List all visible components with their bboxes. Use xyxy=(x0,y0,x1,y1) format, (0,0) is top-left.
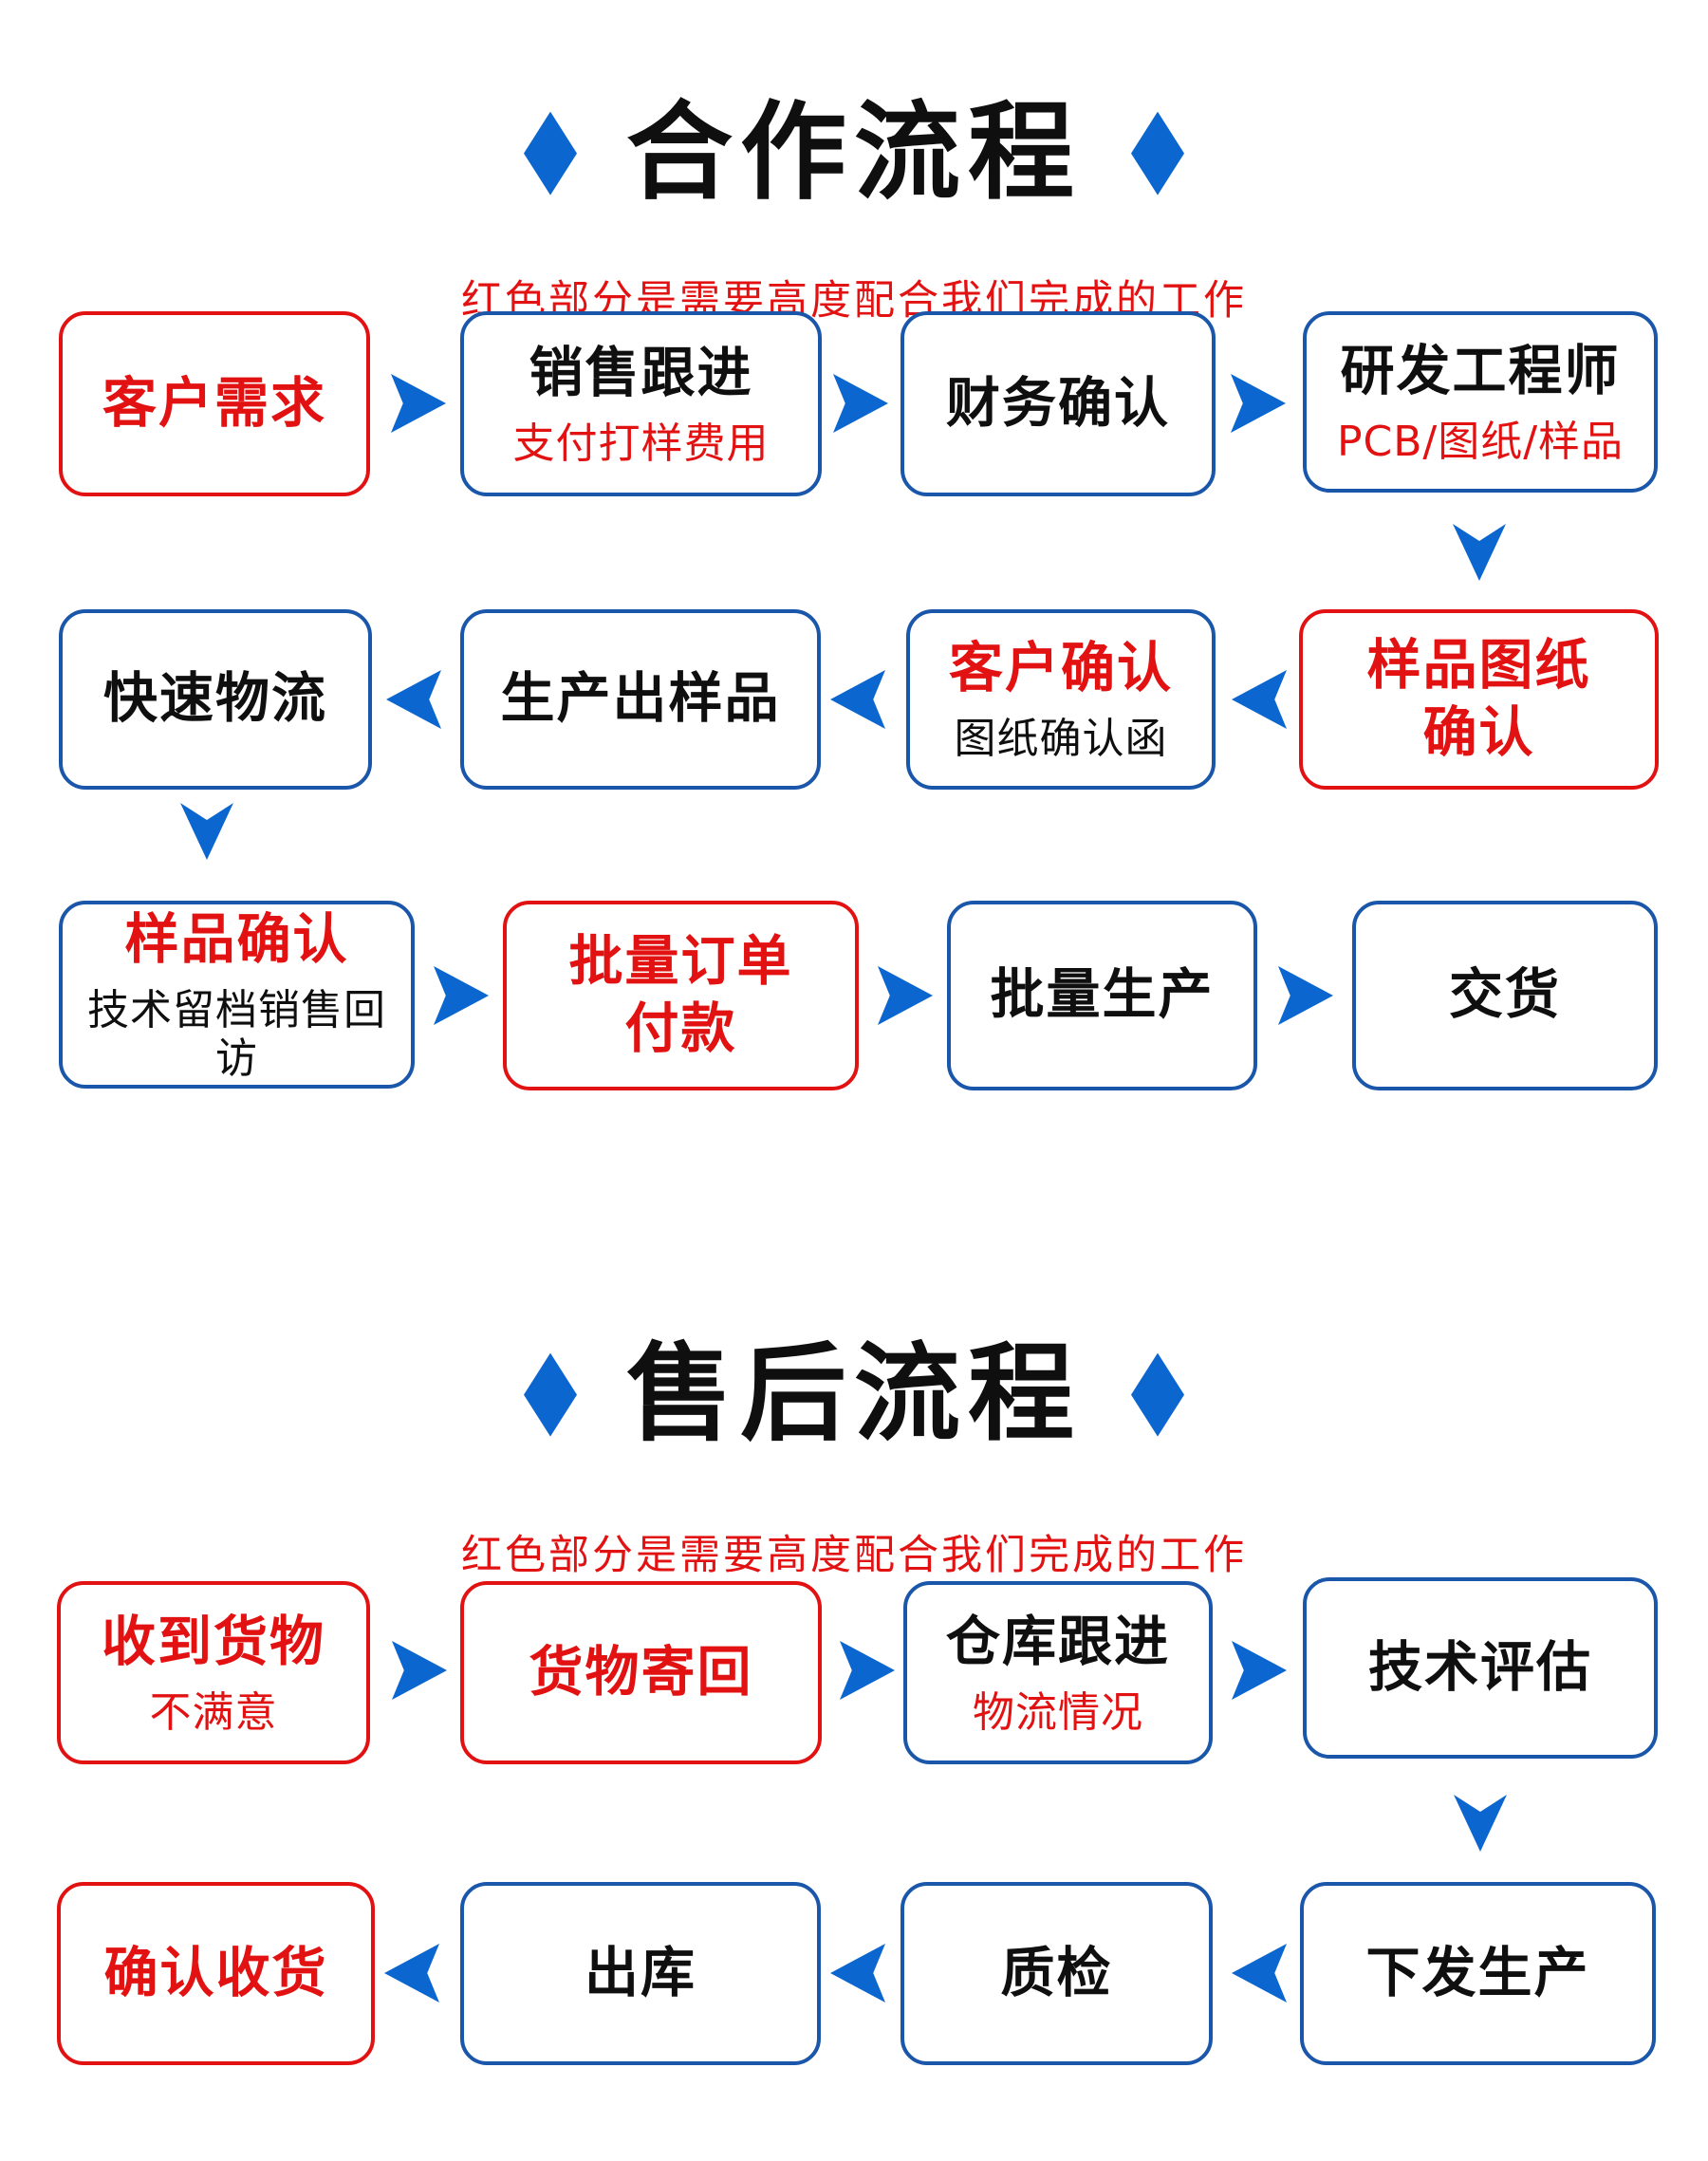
diamond-icon xyxy=(524,111,577,196)
node-goods-return: 货物寄回 xyxy=(460,1581,822,1764)
node-title: 快速物流 xyxy=(103,667,327,731)
node-title: 客户需求 xyxy=(102,371,326,435)
arrow-right-icon xyxy=(878,966,933,1025)
node-title: 销售跟进 xyxy=(529,341,753,404)
node-subtitle: 支付打样费用 xyxy=(512,419,770,468)
section2-title: 售后流程 xyxy=(626,1332,1082,1456)
node-customer-confirm: 客户确认 图纸确认函 xyxy=(906,609,1216,790)
node-title: 出库 xyxy=(585,1941,696,2004)
node-technical-assessment: 技术评估 xyxy=(1303,1577,1658,1759)
node-title: 下发生产 xyxy=(1365,1941,1590,2004)
section1-title: 合作流程 xyxy=(626,91,1082,214)
node-warehouse-follow-up: 仓库跟进 物流情况 xyxy=(903,1581,1213,1764)
node-subtitle: 不满意 xyxy=(149,1687,278,1737)
node-finance-confirm: 财务确认 xyxy=(900,311,1216,496)
node-title: 确认收货 xyxy=(103,1941,328,2004)
node-bulk-production: 批量生产 xyxy=(947,901,1257,1090)
node-title: 仓库跟进 xyxy=(946,1610,1170,1673)
node-quality-inspection: 质检 xyxy=(900,1882,1213,2065)
node-title: 样品图纸 确认 xyxy=(1366,633,1591,764)
arrow-right-icon xyxy=(833,374,888,433)
node-subtitle: PCB/图纸/样品 xyxy=(1336,417,1624,466)
arrow-left-icon xyxy=(1232,670,1287,729)
node-title: 样品确认 xyxy=(124,907,349,971)
node-title: 技术评估 xyxy=(1368,1635,1592,1699)
arrow-right-icon xyxy=(434,966,489,1025)
section2-title-row: 售后流程 xyxy=(0,1332,1708,1456)
section2-subtitle: 红色部分是需要高度配合我们完成的工作 xyxy=(461,1532,1247,1579)
arrow-left-icon xyxy=(1232,1944,1287,2003)
node-produce-sample: 生产出样品 xyxy=(460,609,821,790)
arrow-right-icon xyxy=(392,1641,447,1700)
node-title: 货物寄回 xyxy=(529,1640,753,1704)
arrow-right-icon xyxy=(840,1641,895,1700)
diamond-icon xyxy=(1131,111,1184,196)
arrow-left-icon xyxy=(384,1944,439,2003)
arrow-right-icon xyxy=(1278,966,1333,1025)
node-subtitle: 图纸确认函 xyxy=(954,715,1168,764)
node-delivery: 交货 xyxy=(1352,901,1658,1090)
node-outbound: 出库 xyxy=(460,1882,821,2065)
node-issue-production: 下发生产 xyxy=(1300,1882,1656,2065)
arrow-right-icon xyxy=(1231,374,1286,433)
arrow-left-icon xyxy=(386,670,441,729)
node-title: 收到货物 xyxy=(102,1610,325,1673)
node-subtitle: 物流情况 xyxy=(973,1687,1143,1737)
node-title: 交货 xyxy=(1449,963,1561,1027)
node-title: 客户确认 xyxy=(949,637,1173,700)
node-fast-logistics: 快速物流 xyxy=(59,609,372,790)
node-title: 批量生产 xyxy=(990,963,1215,1027)
arrow-left-icon xyxy=(830,670,885,729)
arrow-down-icon xyxy=(1454,1795,1507,1852)
arrow-right-icon xyxy=(391,374,446,433)
node-title: 质检 xyxy=(1000,1941,1113,2004)
node-rd-engineer: 研发工程师 PCB/图纸/样品 xyxy=(1303,311,1658,493)
node-bulk-order-payment: 批量订单 付款 xyxy=(503,901,859,1090)
node-customer-demand: 客户需求 xyxy=(59,311,370,496)
diamond-icon xyxy=(524,1352,577,1437)
node-subtitle: 技术留档销售回访 xyxy=(87,986,386,1083)
arrow-left-icon xyxy=(830,1944,885,2003)
node-title: 财务确认 xyxy=(946,371,1170,435)
node-title: 研发工程师 xyxy=(1340,339,1621,402)
section1-title-row: 合作流程 xyxy=(0,91,1708,214)
arrow-right-icon xyxy=(1232,1641,1287,1700)
node-title: 批量订单 付款 xyxy=(568,929,793,1060)
node-confirm-receipt: 确认收货 xyxy=(57,1882,375,2065)
node-goods-received: 收到货物 不满意 xyxy=(57,1581,370,1764)
arrow-down-icon xyxy=(180,803,233,860)
node-sales-follow-up: 销售跟进 支付打样费用 xyxy=(460,311,822,496)
node-sample-drawing-confirm: 样品图纸 确认 xyxy=(1299,609,1659,790)
diamond-icon xyxy=(1131,1352,1184,1437)
node-sample-confirm: 样品确认 技术留档销售回访 xyxy=(59,901,415,1089)
arrow-down-icon xyxy=(1453,524,1506,581)
node-title: 生产出样品 xyxy=(500,667,781,731)
